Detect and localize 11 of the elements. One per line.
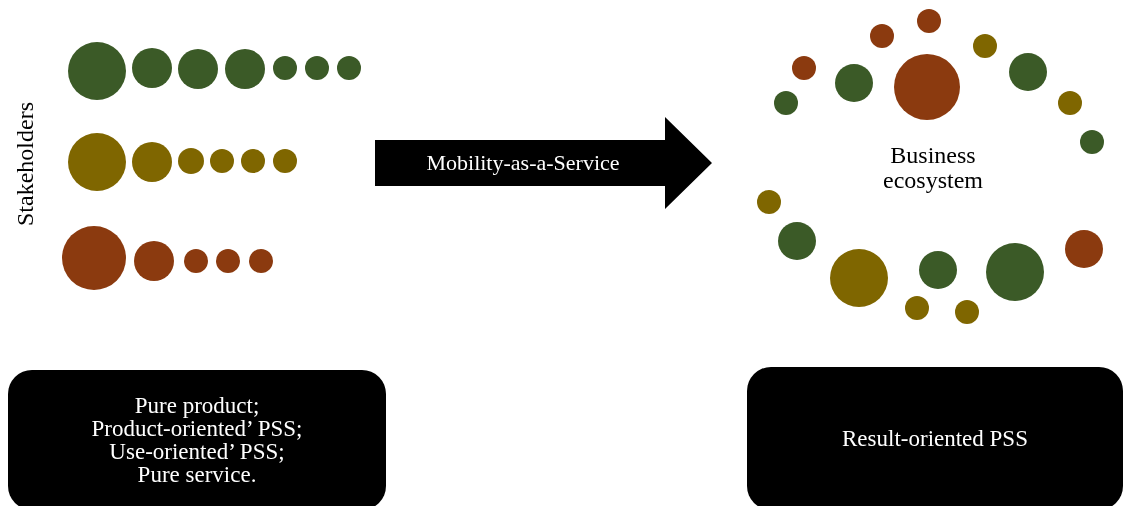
box-text: Use-oriented’ PSS;: [109, 440, 285, 463]
axis-label: Stakeholders: [13, 101, 39, 228]
process-box: [8, 370, 386, 506]
box-text: Pure service.: [137, 463, 257, 486]
edge-label: Mobility-as-a-Service: [425, 149, 621, 177]
block-arrow: [375, 117, 712, 209]
box-text: Product-oriented’ PSS;: [91, 417, 303, 440]
box-text: Pure product;: [134, 394, 260, 417]
box-text: Result-oriented PSS: [842, 427, 1028, 450]
cluster-label: Business ecosystem: [882, 143, 984, 194]
process-box: [747, 367, 1123, 506]
